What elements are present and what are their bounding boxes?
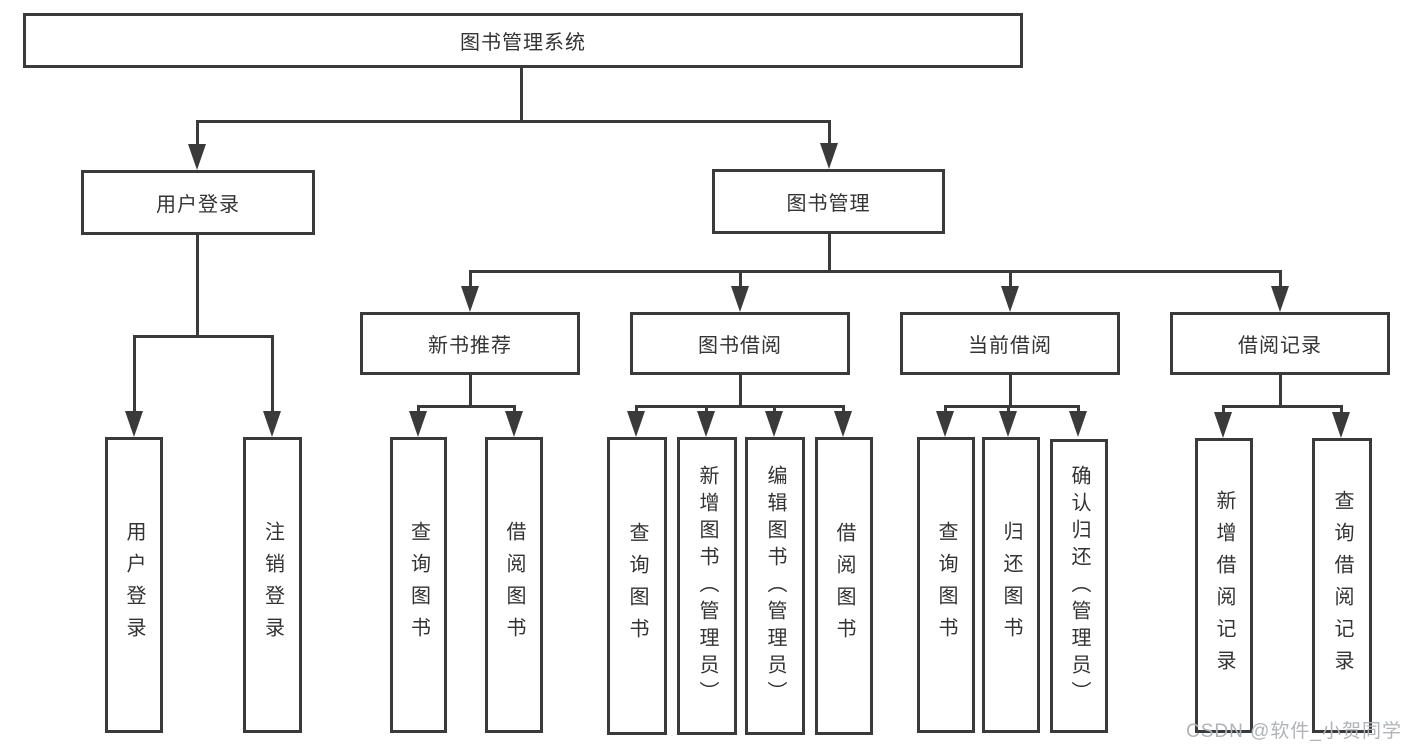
connector-vline <box>739 375 742 407</box>
node-book-management: 图书管理 <box>712 169 945 234</box>
connector-arrowhead <box>409 411 427 437</box>
csdn-watermark: CSDN @软件_小贺同学 <box>1186 721 1402 742</box>
connector-vline <box>739 270 742 290</box>
node-book-borrowing: 图书借阅 <box>630 312 850 375</box>
connector-vline <box>828 120 831 152</box>
leaf-query-books-current: 查询图书 <box>917 437 975 733</box>
leaf-confirm-return-admin-label: 确认归还（管理员） <box>1068 464 1090 708</box>
leaf-borrow-books-recommend: 借阅图书 <box>485 437 543 733</box>
connector-hline <box>417 405 515 408</box>
connector-hline <box>469 270 1281 273</box>
leaf-user-login-label: 用户登录 <box>123 521 145 649</box>
connector-arrowhead <box>1332 412 1350 438</box>
node-borrowing-records-label: 借阅记录 <box>1238 335 1322 357</box>
connector-vline <box>1279 270 1282 290</box>
leaf-logout-label: 注销登录 <box>261 521 284 649</box>
connector-hline <box>635 405 845 408</box>
leaf-borrow-books-recommend-label: 借阅图书 <box>503 521 525 649</box>
leaf-borrow-books: 借阅图书 <box>815 437 873 735</box>
connector-arrowhead <box>188 144 206 170</box>
node-current-borrowing: 当前借阅 <box>900 312 1120 375</box>
leaf-query-books-current-label: 查询图书 <box>935 521 957 649</box>
connector-arrowhead <box>1001 286 1019 312</box>
node-borrowing-records: 借阅记录 <box>1170 312 1390 375</box>
connector-hline <box>133 335 274 338</box>
connector-vline <box>196 120 199 152</box>
leaf-return-book: 归还图书 <box>982 437 1040 733</box>
leaf-add-borrow-record-label: 新增借阅记录 <box>1213 489 1235 682</box>
connector-vline <box>1279 375 1282 407</box>
connector-arrowhead <box>936 411 954 437</box>
connector-vline <box>1009 375 1012 407</box>
node-book-management-label: 图书管理 <box>786 193 871 215</box>
connector-arrowhead <box>765 411 783 437</box>
leaf-add-book-admin-label: 新增图书（管理员） <box>696 464 718 708</box>
node-root: 图书管理系统 <box>23 13 1023 68</box>
connector-arrowhead <box>731 286 749 312</box>
connector-hline <box>1222 405 1343 408</box>
connector-arrowhead <box>820 143 838 169</box>
node-new-book-recommendation: 新书推荐 <box>360 312 580 375</box>
leaf-logout: 注销登录 <box>243 437 302 733</box>
connector-vline <box>271 335 274 417</box>
connector-vline <box>196 235 199 337</box>
leaf-add-borrow-record: 新增借阅记录 <box>1195 438 1253 733</box>
leaf-query-books-borrowing: 查询图书 <box>607 437 667 735</box>
leaf-user-login: 用户登录 <box>105 437 163 733</box>
node-root-label: 图书管理系统 <box>460 32 586 54</box>
connector-vline <box>133 335 136 417</box>
node-user-login: 用户登录 <box>81 170 315 235</box>
connector-arrowhead <box>461 286 479 312</box>
leaf-edit-book-admin-label: 编辑图书（管理员） <box>764 464 786 708</box>
connector-vline <box>1009 270 1012 290</box>
connector-arrowhead <box>1271 286 1289 312</box>
node-book-borrowing-label: 图书借阅 <box>698 335 782 357</box>
connector-arrowhead <box>1069 411 1087 437</box>
node-new-book-recommendation-label: 新书推荐 <box>428 335 512 357</box>
leaf-return-book-label: 归还图书 <box>1000 521 1022 649</box>
leaf-confirm-return-admin: 确认归还（管理员） <box>1050 439 1108 733</box>
connector-vline <box>469 270 472 290</box>
connector-vline <box>469 375 472 407</box>
leaf-borrow-books-label: 借阅图书 <box>833 522 855 650</box>
connector-vline <box>1340 405 1343 417</box>
connector-arrowhead <box>505 411 523 437</box>
connector-arrowhead <box>627 411 645 437</box>
leaf-query-books-recommend: 查询图书 <box>390 437 447 733</box>
connector-arrowhead <box>1214 412 1232 438</box>
node-current-borrowing-label: 当前借阅 <box>968 335 1052 357</box>
connector-arrowhead <box>263 411 281 437</box>
leaf-edit-book-admin: 编辑图书（管理员） <box>745 437 805 735</box>
leaf-query-borrow-record: 查询借阅记录 <box>1312 438 1372 733</box>
leaf-query-borrow-record-label: 查询借阅记录 <box>1331 489 1353 682</box>
connector-hline <box>196 120 831 123</box>
leaf-query-books-recommend-label: 查询图书 <box>407 521 430 649</box>
connector-arrowhead <box>834 411 852 437</box>
connector-vline <box>520 68 523 122</box>
connector-arrowhead <box>125 411 143 437</box>
leaf-add-book-admin: 新增图书（管理员） <box>677 437 737 735</box>
connector-vline <box>828 233 831 273</box>
leaf-query-books-borrowing-label: 查询图书 <box>626 522 648 650</box>
connector-hline <box>944 405 1080 408</box>
connector-arrowhead <box>999 411 1017 437</box>
connector-arrowhead <box>697 411 715 437</box>
node-user-login-label: 用户登录 <box>156 194 240 216</box>
connector-vline <box>1222 405 1225 417</box>
